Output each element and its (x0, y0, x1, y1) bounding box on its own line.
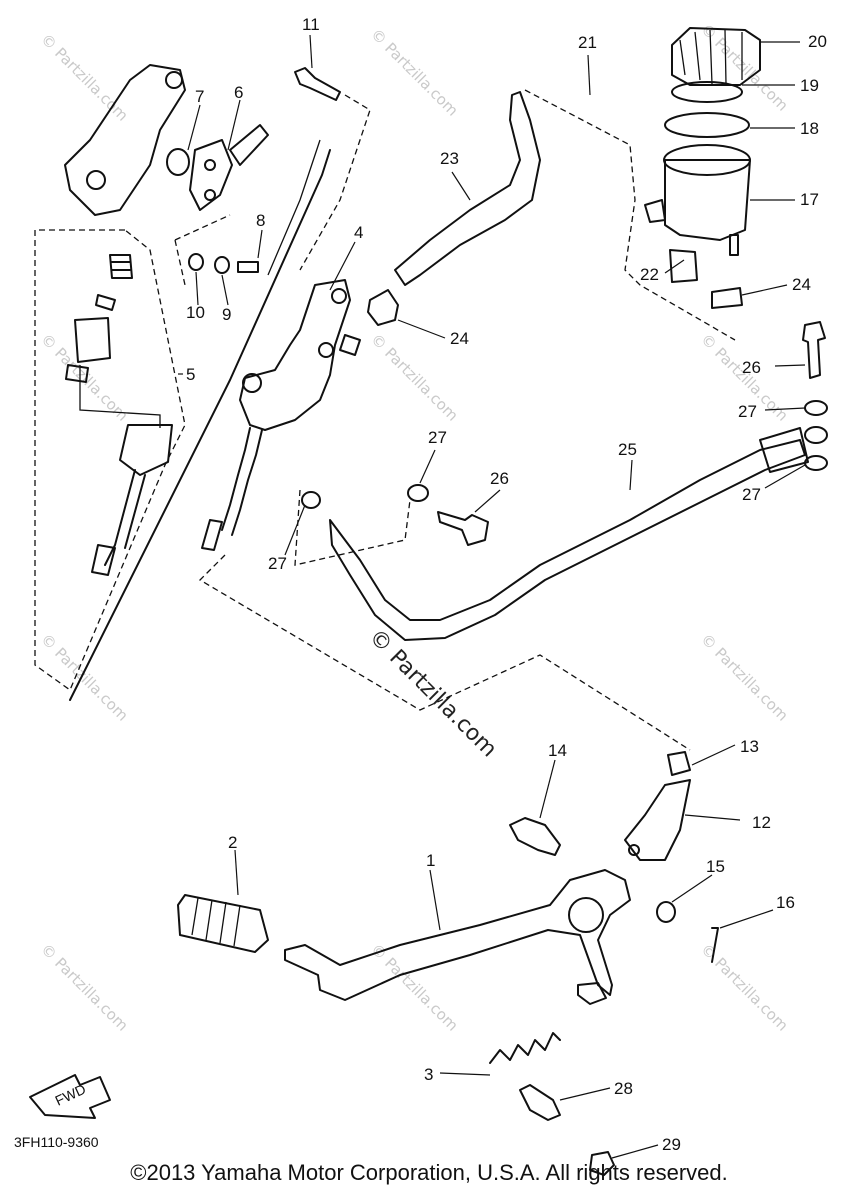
callout-17: 17 (800, 190, 819, 209)
guide-21 (524, 89, 736, 341)
watermark: © Partzilla.com (367, 330, 462, 425)
pin-14 (509, 817, 561, 856)
callout-27a: 27 (738, 402, 757, 421)
reservoir (644, 27, 761, 309)
return-spring (489, 1032, 561, 1064)
bolt-26-a (437, 511, 489, 546)
drawing-code: 3FH110-9360 (14, 1134, 99, 1150)
nut-29 (589, 1151, 615, 1176)
callout-28: 28 (614, 1079, 633, 1098)
brake-hose-25 (329, 439, 806, 641)
watermark: © Partzilla.com (367, 25, 462, 120)
group-outline-5 (34, 229, 186, 692)
hose-fitting (759, 427, 809, 473)
pedal-pivot (568, 897, 604, 933)
callout-24a: 24 (792, 275, 811, 294)
callout-1: 1 (426, 851, 435, 870)
bolt-26-b (802, 321, 826, 379)
watermark: © Partzilla.com (367, 940, 462, 1035)
watermark-center: © Partzilla.com (364, 625, 502, 763)
guide-left (198, 554, 691, 751)
callout-4: 4 (354, 223, 363, 242)
callout-27d: 27 (268, 554, 287, 573)
small-fasteners (174, 214, 259, 286)
guide-11 (299, 94, 371, 271)
callout-7: 7 (195, 87, 204, 106)
bolt-11 (294, 67, 341, 101)
callout-23: 23 (440, 149, 459, 168)
pedal-rubber (177, 894, 269, 953)
fwd-label: FWD (53, 1081, 89, 1109)
callout-8: 8 (256, 211, 265, 230)
callout-27b: 27 (428, 428, 447, 447)
callout-25: 25 (618, 440, 637, 459)
clevis (624, 751, 691, 861)
callout-11: 11 (302, 15, 320, 34)
callout-6: 6 (234, 83, 243, 102)
frame-line-inner (267, 139, 321, 276)
fwd-arrow: FWD (29, 1074, 111, 1119)
callout-14: 14 (548, 741, 567, 760)
callout-20: 20 (808, 32, 827, 51)
clamp-24 (367, 289, 399, 326)
cotter-pin-16 (711, 927, 719, 963)
copyright-notice: ©2013 Yamaha Motor Corporation, U.S.A. A… (130, 1160, 728, 1185)
callout-19: 19 (800, 76, 819, 95)
leader-lines (178, 34, 806, 1159)
pedal-tab (577, 982, 607, 1005)
brake-pedal (284, 869, 631, 1001)
callout-10: 10 (186, 303, 205, 322)
frame-line (69, 149, 331, 701)
callout-16: 16 (776, 893, 795, 912)
callouts: 1 2 3 4 5 6 7 8 9 10 11 12 13 14 15 16 1… (186, 15, 827, 1154)
hose-23 (394, 91, 541, 286)
callout-21: 21 (578, 33, 597, 52)
watermark: © Partzilla.com (37, 940, 132, 1035)
watermark: © Partzilla.com (697, 630, 792, 725)
callout-26b: 26 (490, 469, 509, 488)
callout-24b: 24 (450, 329, 469, 348)
top-bracket (64, 64, 269, 216)
callout-26a: 26 (742, 358, 761, 377)
callout-29: 29 (662, 1135, 681, 1154)
callout-22: 22 (640, 265, 659, 284)
callout-3: 3 (424, 1065, 433, 1084)
callout-15: 15 (706, 857, 725, 876)
callout-18: 18 (800, 119, 819, 138)
bolt-28 (519, 1084, 561, 1121)
watermark: © Partzilla.com (697, 940, 792, 1035)
watermark: © Partzilla.com (37, 30, 132, 125)
callout-27c: 27 (742, 485, 761, 504)
callout-2: 2 (228, 833, 237, 852)
callout-13: 13 (740, 737, 759, 756)
master-cylinder (201, 279, 361, 551)
callout-12: 12 (752, 813, 771, 832)
washer-15 (656, 901, 676, 923)
callout-5: 5 (186, 365, 195, 384)
guide-25 (294, 489, 411, 566)
callout-9: 9 (222, 305, 231, 324)
piston-kit (65, 254, 173, 576)
